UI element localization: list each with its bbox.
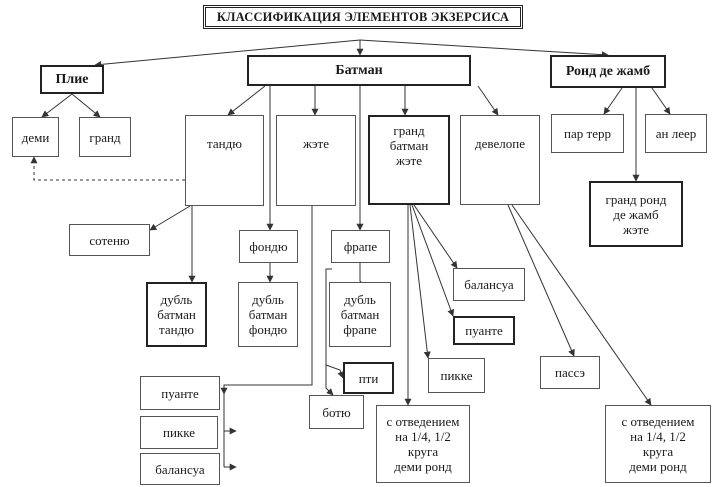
node-passe: пассэ: [540, 356, 600, 389]
diagram-title: КЛАССИФИКАЦИЯ ЭЛЕМЕНТОВ ЭКЗЕРСИСА: [203, 5, 523, 29]
node-double-battement-frappe: дубль батман фрапе: [329, 282, 391, 347]
node-developpe: девелопе: [460, 115, 540, 205]
node-grand-rond-de-jambe-jete: гранд ронд де жамб жэте: [589, 181, 683, 247]
node-fondu: фондю: [239, 230, 298, 263]
node-double-battement-tendu: дубль батман тандю: [146, 282, 207, 347]
node-soutenu: сотеню: [69, 224, 150, 256]
node-battu: ботю: [309, 395, 364, 429]
node-plie: Плие: [40, 65, 104, 94]
node-par-terre: пар терр: [551, 114, 624, 153]
node-piquet-jete: пикке: [140, 416, 218, 449]
node-tendu: тандю: [185, 115, 264, 206]
node-petit: пти: [343, 362, 394, 394]
node-piquet-gbj: пикке: [428, 358, 485, 393]
node-jete: жэте: [276, 115, 356, 206]
node-double-battement-fondu: дубль батман фондю: [238, 282, 298, 347]
node-grand-battement-jete: гранд батман жэте: [368, 115, 450, 205]
node-pointe-jete: пуанте: [140, 376, 220, 410]
node-demi: деми: [12, 117, 59, 157]
node-balancoire-gbj: балансуа: [453, 268, 525, 301]
node-pointe-gbj: пуанте: [453, 316, 515, 345]
node-grand: гранд: [79, 117, 131, 157]
node-batman: Батман: [247, 55, 471, 86]
node-with-turn-gbj: с отведением на 1/4, 1/2 круга деми ронд: [376, 405, 470, 483]
node-en-lair: ан леер: [645, 114, 707, 153]
node-with-turn-developpe: с отведением на 1/4, 1/2 круга деми ронд: [605, 405, 711, 483]
node-balancoire-jete: балансуа: [140, 453, 220, 485]
node-rond-de-jambe: Ронд де жамб: [550, 55, 666, 88]
node-frappe: фрапе: [331, 230, 390, 263]
